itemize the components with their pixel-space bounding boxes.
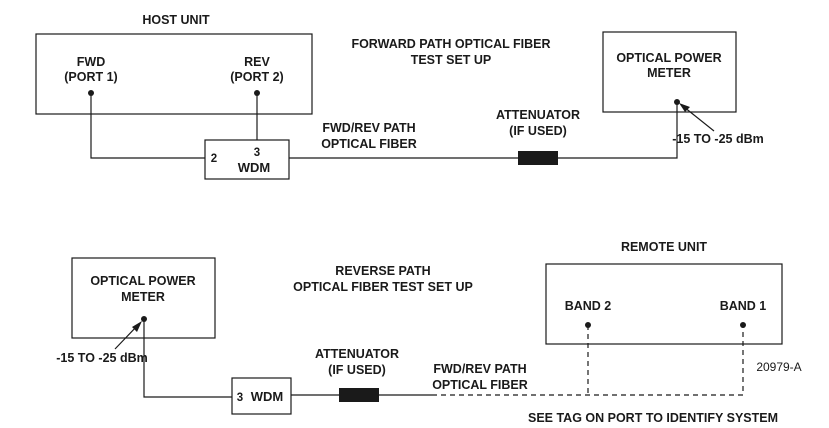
reverse-meter-label-line2: METER (121, 290, 165, 304)
figure-id: 20979-A (756, 360, 801, 374)
forward-attenuator (518, 151, 558, 165)
forward-wdm-port-2: 2 (211, 153, 217, 165)
reverse-wdm-port-3: 3 (237, 392, 243, 404)
reverse-attenuator-label-line1: ATTENUATOR (315, 347, 399, 361)
reverse-fiber-label-line2: OPTICAL FIBER (432, 378, 528, 392)
reverse-setup-title-line2: OPTICAL FIBER TEST SET UP (293, 280, 473, 294)
reverse-meter-label-line1: OPTICAL POWER (90, 274, 195, 288)
forward-setup-title-line2: TEST SET UP (411, 53, 492, 67)
reverse-wdm-label: WDM (251, 389, 284, 404)
forward-fiber-line (289, 102, 678, 159)
forward-setup-title-line1: FORWARD PATH OPTICAL FIBER (351, 37, 550, 51)
band-1-dashed-fiber (432, 325, 744, 396)
fwd-port-label: FWD (77, 55, 105, 69)
forward-attenuator-label-line1: ATTENUATOR (496, 108, 580, 122)
port-tag-note: SEE TAG ON PORT TO IDENTIFY SYSTEM (528, 411, 778, 425)
reverse-setup-title-line1: REVERSE PATH (335, 264, 430, 278)
forward-wdm-box (204, 139, 290, 180)
fwd-port-fiber (90, 93, 205, 159)
reverse-level-arrowhead (132, 321, 142, 332)
forward-power-meter-box (602, 31, 737, 113)
band-2-label: BAND 2 (565, 299, 612, 313)
forward-wdm-label: WDM (238, 160, 271, 175)
host-unit-title: HOST UNIT (142, 13, 210, 27)
remote-unit-title: REMOTE UNIT (621, 240, 707, 254)
remote-unit-box (545, 263, 783, 345)
forward-level-arrowhead (679, 103, 690, 112)
forward-wdm-port-3: 3 (254, 147, 260, 159)
reverse-attenuator-label-line2: (IF USED) (328, 363, 386, 377)
reverse-attenuator (339, 388, 379, 402)
forward-meter-label-line1: OPTICAL POWER (616, 51, 721, 65)
forward-level-label: -15 TO -25 dBm (672, 132, 763, 146)
reverse-level-label: -15 TO -25 dBm (56, 351, 147, 365)
rev-port-label: REV (244, 55, 270, 69)
forward-level-pointer (683, 106, 715, 132)
host-unit-box (35, 33, 313, 115)
fwd-port-number: (PORT 1) (64, 70, 117, 84)
forward-fiber-label-line2: OPTICAL FIBER (321, 137, 417, 151)
forward-meter-label-line2: METER (647, 66, 691, 80)
forward-fiber-label-line1: FWD/REV PATH (322, 121, 415, 135)
band-1-label: BAND 1 (720, 299, 767, 313)
rev-port-number: (PORT 2) (230, 70, 283, 84)
reverse-fiber-label-line1: FWD/REV PATH (433, 362, 526, 376)
forward-attenuator-label-line2: (IF USED) (509, 124, 567, 138)
reverse-meter-fiber (143, 319, 232, 398)
reverse-wdm-box (231, 377, 292, 415)
